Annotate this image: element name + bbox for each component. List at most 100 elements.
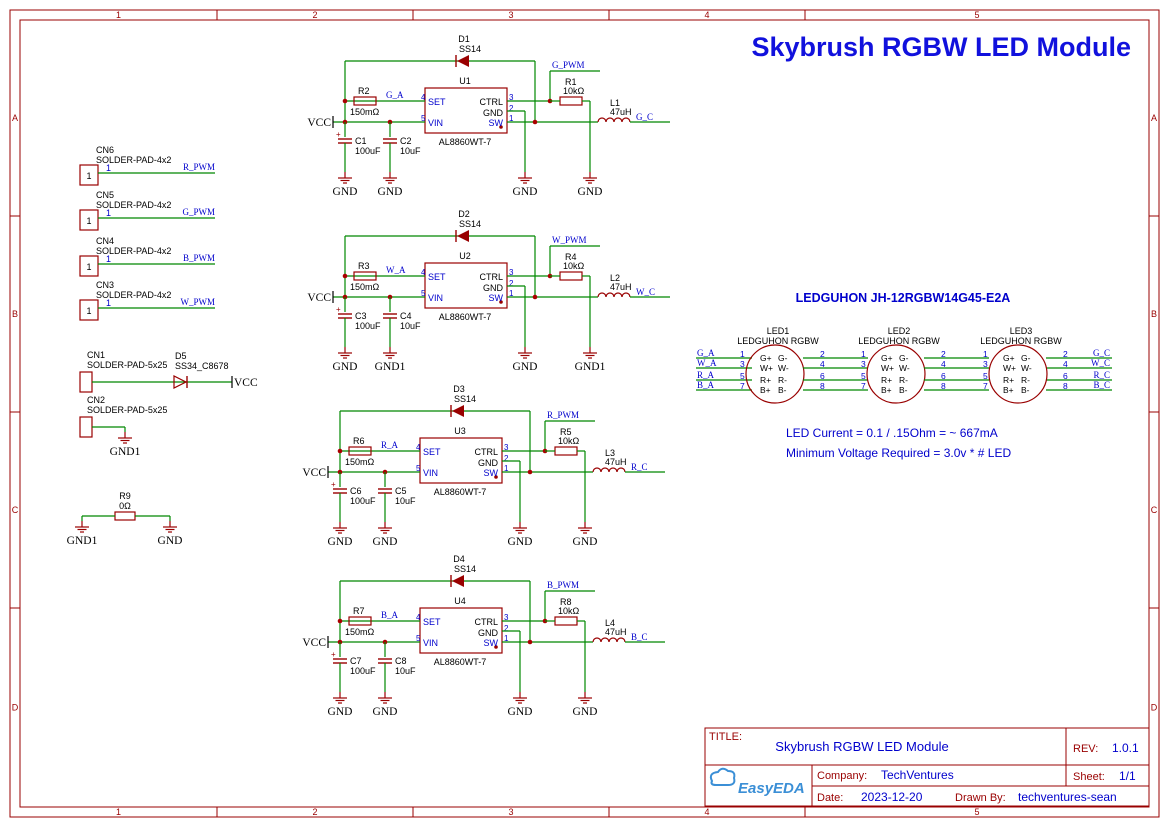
ic-pin-name: CTRL xyxy=(474,617,498,627)
ground-symbol: GND xyxy=(373,522,397,548)
ground-label: GND xyxy=(378,186,403,198)
ic-pin-name: SW xyxy=(484,638,499,648)
net-label: G_A xyxy=(386,90,404,100)
net-label: VCC xyxy=(307,292,331,304)
led-pin-name: B- xyxy=(899,385,908,395)
resistor-ref: R6 xyxy=(353,436,365,446)
resistor-value: 10kΩ xyxy=(563,261,585,271)
capacitor-ref: C2 xyxy=(400,136,412,146)
diode-part: SS14 xyxy=(454,564,476,574)
bypass-capacitor xyxy=(378,488,392,494)
capacitor-value: 10uF xyxy=(400,146,421,156)
connector-ref: CN2 xyxy=(87,395,105,405)
resistor-value: 10kΩ xyxy=(558,606,580,616)
ground-label: GND xyxy=(158,535,183,547)
capacitor-ref: C7 xyxy=(350,656,362,666)
diode-part: SS34_C8678 xyxy=(175,361,229,371)
ic-pin-number: 1 xyxy=(509,289,514,298)
ic-pin-name: SET xyxy=(428,272,446,282)
led-pin-number: 7 xyxy=(740,381,745,391)
resistor-ref: R7 xyxy=(353,606,365,616)
junction-dot xyxy=(342,98,348,104)
led-pin-name: B+ xyxy=(760,385,771,395)
ic-ref: U1 xyxy=(459,76,471,86)
ic-part: AL8860WT-7 xyxy=(439,137,492,147)
connector-ref: CN4 xyxy=(96,236,114,246)
ic-pin-number: 1 xyxy=(509,114,514,123)
net-label: B_PWM xyxy=(547,580,579,590)
led-pin-name: B- xyxy=(1021,385,1030,395)
diode-part: SS14 xyxy=(459,219,481,229)
ic-pin-name: SW xyxy=(489,118,504,128)
ground-label: GND xyxy=(513,361,538,373)
net-label: VCC xyxy=(302,637,326,649)
bulk-capacitor: + xyxy=(331,650,347,664)
led-pin-number: 8 xyxy=(1063,381,1068,391)
net-label: G_A xyxy=(697,348,715,358)
led-pin-number: 6 xyxy=(941,371,946,381)
grid-col-label-bottom: 4 xyxy=(704,807,709,817)
resistor-value: 150mΩ xyxy=(345,627,375,637)
capacitor-value: 100uF xyxy=(355,321,381,331)
catch-diode xyxy=(450,575,464,587)
ground-symbol: GND xyxy=(573,522,597,548)
bulk-capacitor: + xyxy=(336,305,352,319)
led-pin-name: W- xyxy=(778,363,789,373)
ic-pin-number: 2 xyxy=(504,454,509,463)
ground-symbol: GND xyxy=(373,692,397,718)
ground-label: GND xyxy=(508,706,533,718)
pad-body xyxy=(79,299,99,321)
ic-pin-number: 4 xyxy=(416,443,421,452)
led-pin-name: G+ xyxy=(881,353,893,363)
net-label: B_C xyxy=(1093,380,1110,390)
net-label: VCC xyxy=(302,467,326,479)
led-ref: LED2 xyxy=(888,326,911,336)
drawn-label: Drawn By: xyxy=(955,792,1006,804)
ground-symbol: GND1 xyxy=(575,347,606,373)
ground-label: GND1 xyxy=(67,535,98,547)
net-label: W_PWM xyxy=(181,297,216,307)
rev-label: REV: xyxy=(1073,743,1098,755)
driver-u4: D4SS14U4AL8860WT-7SETVINCTRLGNDSW45321R7… xyxy=(302,554,665,718)
led-part: LEDGUHON RGBW xyxy=(737,336,819,346)
ground-label: GND xyxy=(508,536,533,548)
ic-pin-name: CTRL xyxy=(479,97,503,107)
ic-pin-number: 3 xyxy=(504,613,509,622)
ground-symbol: GND xyxy=(333,347,357,373)
logo-text: EasyEDA xyxy=(738,780,805,797)
net-label: R_C xyxy=(1093,370,1110,380)
led-pin-number: 1 xyxy=(740,349,745,359)
output-inductor xyxy=(592,467,626,473)
capacitor-ref: C5 xyxy=(395,486,407,496)
led-pin-name: W+ xyxy=(1003,363,1016,373)
ground-left: GND1 xyxy=(67,521,98,547)
date-value: 2023-12-20 xyxy=(861,790,923,804)
net-label: B_C xyxy=(631,632,648,642)
capacitor-value: 10uF xyxy=(395,496,416,506)
output-inductor xyxy=(597,117,631,123)
net-label: B_A xyxy=(697,380,715,390)
led-pin-number: 2 xyxy=(1063,349,1068,359)
driver-u2: D2SS14U2AL8860WT-7SETVINCTRLGNDSW45321R3… xyxy=(307,209,670,373)
ic-part: AL8860WT-7 xyxy=(439,312,492,322)
bypass-capacitor xyxy=(383,138,397,144)
led-pin-number: 5 xyxy=(861,371,866,381)
catch-diode xyxy=(455,230,469,242)
cap-polarity: + xyxy=(331,650,336,659)
inductor-ref: L3 xyxy=(605,448,615,458)
sheet-title: Skybrush RGBW LED Module xyxy=(751,32,1131,62)
grid-col-label-bottom: 5 xyxy=(974,807,979,817)
cap-polarity: + xyxy=(336,130,341,139)
ground-symbol: GND1 xyxy=(375,347,406,373)
pin-number: 1 xyxy=(106,298,111,308)
sheet-value: 1/1 xyxy=(1119,769,1136,783)
ic-pin-number: 2 xyxy=(504,624,509,633)
led-pin-name: G+ xyxy=(1003,353,1015,363)
ground-symbol: GND xyxy=(578,172,602,198)
ic-pin-number: 2 xyxy=(509,279,514,288)
led-pin-name: W+ xyxy=(760,363,773,373)
